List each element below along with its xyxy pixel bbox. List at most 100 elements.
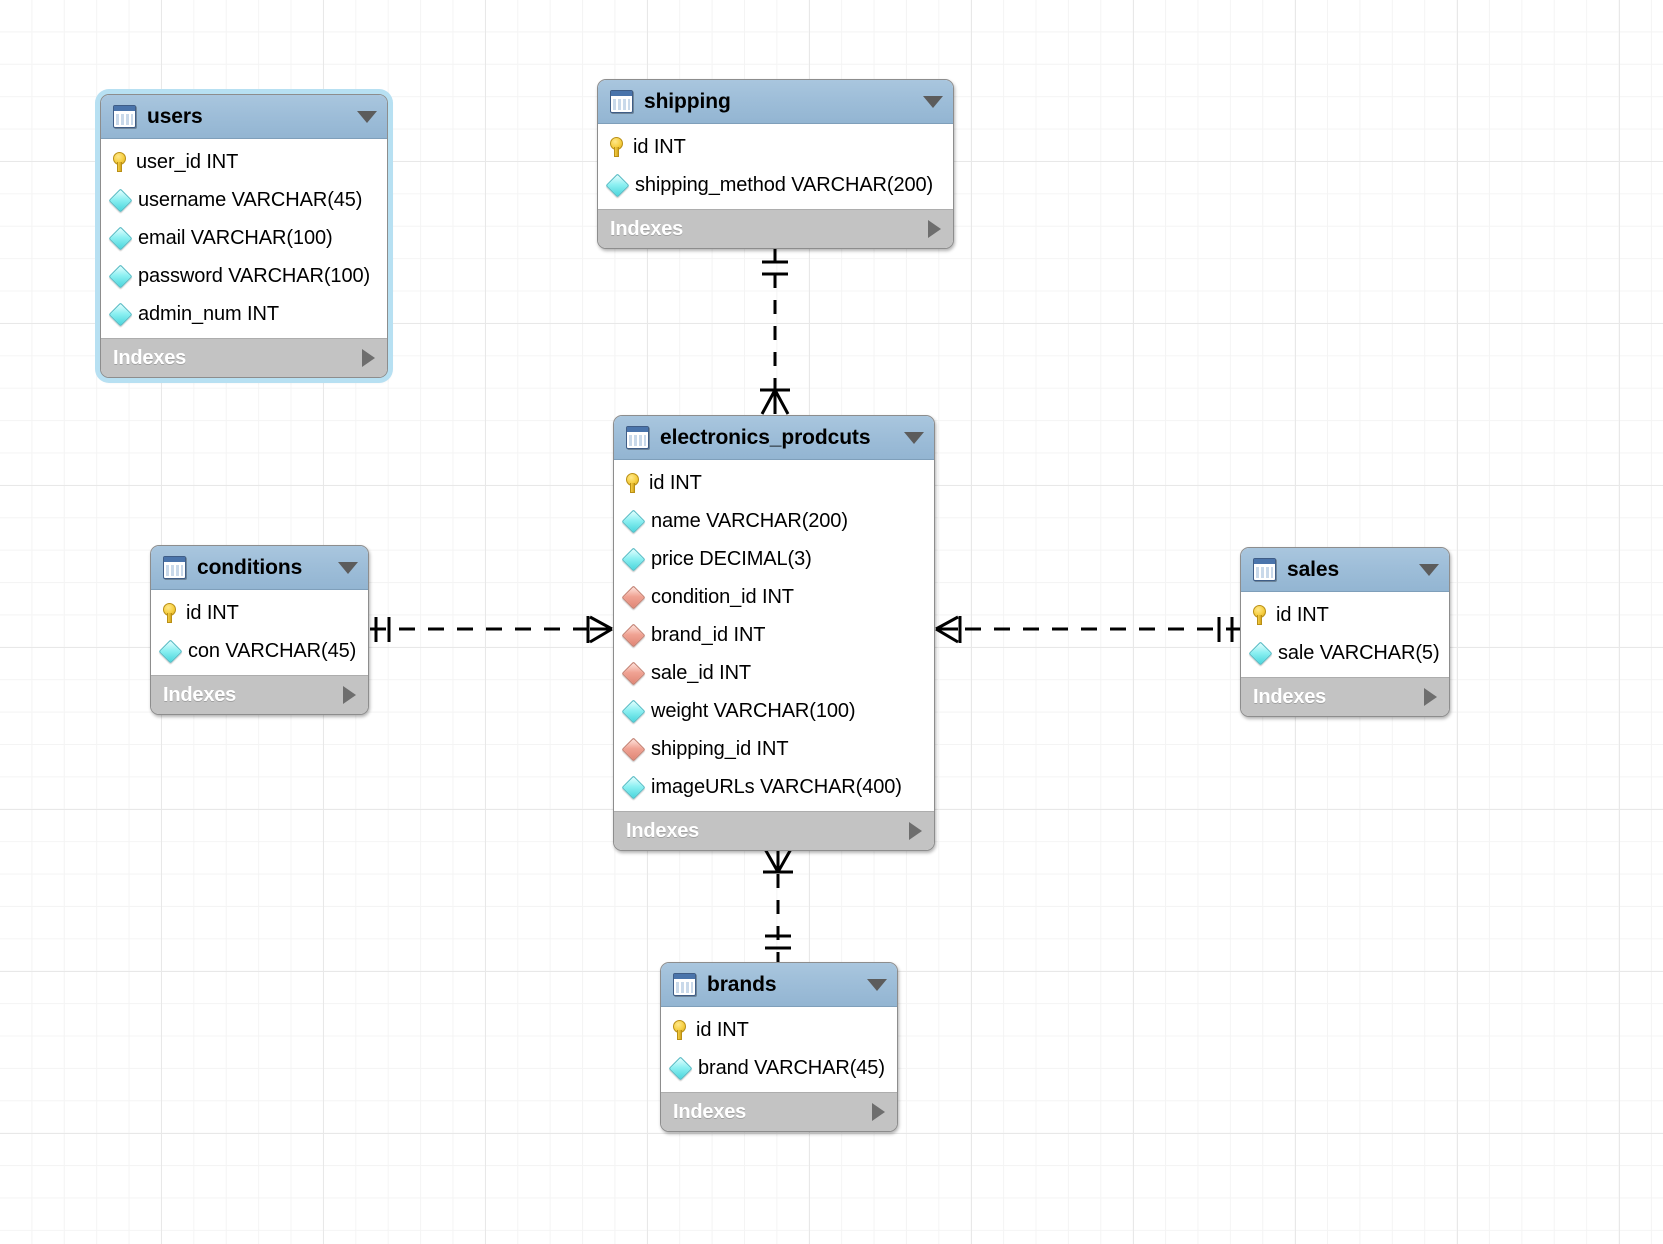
indexes-label: Indexes <box>673 1100 747 1123</box>
table-title: shipping <box>644 89 731 113</box>
table-icon <box>1253 558 1276 581</box>
key-icon <box>672 1020 687 1040</box>
chevron-right-icon[interactable] <box>909 822 922 840</box>
chevron-right-icon[interactable] <box>362 349 375 367</box>
table-header-conditions[interactable]: conditions <box>151 546 368 590</box>
column-row[interactable]: shipping_method VARCHAR(200) <box>598 166 953 204</box>
column-row[interactable]: price DECIMAL(3) <box>614 540 934 578</box>
indexes-section-brands[interactable]: Indexes <box>661 1092 897 1131</box>
column-label: price DECIMAL(3) <box>651 547 812 570</box>
diamond-icon <box>108 301 133 327</box>
indexes-section-conditions[interactable]: Indexes <box>151 675 368 714</box>
indexes-label: Indexes <box>113 346 187 369</box>
column-row[interactable]: sale VARCHAR(5) <box>1241 634 1449 672</box>
column-row[interactable]: user_id INT <box>101 143 387 181</box>
column-label: id INT <box>649 471 702 494</box>
table-title: electronics_prodcuts <box>660 425 871 449</box>
indexes-section-electronics-prodcuts[interactable]: Indexes <box>614 811 934 850</box>
diamond-red-icon <box>621 622 646 648</box>
indexes-section-sales[interactable]: Indexes <box>1241 677 1449 716</box>
relationship-electronics-sales <box>935 615 1240 644</box>
column-row[interactable]: id INT <box>661 1011 897 1049</box>
chevron-down-icon[interactable] <box>923 95 943 108</box>
column-label: imageURLs VARCHAR(400) <box>651 775 902 798</box>
column-row[interactable]: id INT <box>1241 596 1449 634</box>
key-icon <box>625 473 640 493</box>
column-row[interactable]: name VARCHAR(200) <box>614 502 934 540</box>
table-icon <box>163 556 186 579</box>
diamond-icon <box>621 546 646 572</box>
diamond-icon <box>108 263 133 289</box>
column-row[interactable]: con VARCHAR(45) <box>151 632 368 670</box>
column-row[interactable]: imageURLs VARCHAR(400) <box>614 768 934 806</box>
column-label: username VARCHAR(45) <box>138 188 363 211</box>
table-shipping[interactable]: shipping id INT shipping_method VARCHAR(… <box>597 79 954 249</box>
table-users[interactable]: users user_id INT username VARCHAR(45) e… <box>100 94 388 378</box>
column-label: id INT <box>696 1018 749 1041</box>
column-row[interactable]: email VARCHAR(100) <box>101 219 387 257</box>
table-electronics-prodcuts[interactable]: electronics_prodcuts id INT name VARCHAR… <box>613 415 935 851</box>
diamond-icon <box>668 1055 693 1081</box>
column-row[interactable]: sale_id INT <box>614 654 934 692</box>
diamond-icon <box>108 225 133 251</box>
chevron-right-icon[interactable] <box>1424 688 1437 706</box>
chevron-right-icon[interactable] <box>872 1103 885 1121</box>
column-label: sale_id INT <box>651 661 752 684</box>
table-icon <box>673 973 696 996</box>
indexes-section-shipping[interactable]: Indexes <box>598 209 953 248</box>
table-title: users <box>147 104 203 128</box>
relationship-electronics-brands <box>763 848 793 962</box>
table-title: brands <box>707 972 777 996</box>
column-row[interactable]: admin_num INT <box>101 295 387 333</box>
table-title: sales <box>1287 557 1340 581</box>
chevron-down-icon[interactable] <box>904 431 924 444</box>
column-label: email VARCHAR(100) <box>138 226 333 249</box>
chevron-right-icon[interactable] <box>343 686 356 704</box>
table-header-shipping[interactable]: shipping <box>598 80 953 124</box>
diamond-icon <box>621 508 646 534</box>
table-icon <box>626 426 649 449</box>
column-row[interactable]: password VARCHAR(100) <box>101 257 387 295</box>
diamond-icon <box>1248 640 1273 666</box>
table-header-electronics-prodcuts[interactable]: electronics_prodcuts <box>614 416 934 460</box>
table-header-sales[interactable]: sales <box>1241 548 1449 592</box>
diamond-icon <box>158 638 183 664</box>
table-conditions[interactable]: conditions id INT con VARCHAR(45) Indexe… <box>150 545 369 715</box>
table-columns-shipping: id INT shipping_method VARCHAR(200) <box>598 124 953 209</box>
chevron-down-icon[interactable] <box>867 978 887 991</box>
diamond-icon <box>621 774 646 800</box>
chevron-right-icon[interactable] <box>928 220 941 238</box>
key-icon <box>112 152 127 172</box>
column-row[interactable]: shipping_id INT <box>614 730 934 768</box>
column-row[interactable]: condition_id INT <box>614 578 934 616</box>
chevron-down-icon[interactable] <box>1419 563 1439 576</box>
column-row[interactable]: id INT <box>151 594 368 632</box>
column-row[interactable]: brand_id INT <box>614 616 934 654</box>
table-sales[interactable]: sales id INT sale VARCHAR(5) Indexes <box>1240 547 1450 717</box>
table-title: conditions <box>197 555 303 579</box>
table-brands[interactable]: brands id INT brand VARCHAR(45) Indexes <box>660 962 898 1132</box>
column-row[interactable]: weight VARCHAR(100) <box>614 692 934 730</box>
chevron-down-icon[interactable] <box>338 561 358 574</box>
column-label: admin_num INT <box>138 302 279 325</box>
column-row[interactable]: username VARCHAR(45) <box>101 181 387 219</box>
relationship-shipping-electronics <box>760 248 790 415</box>
column-label: id INT <box>186 601 239 624</box>
table-header-brands[interactable]: brands <box>661 963 897 1007</box>
column-label: id INT <box>633 135 686 158</box>
diamond-icon <box>108 187 133 213</box>
table-header-users[interactable]: users <box>101 95 387 139</box>
column-label: password VARCHAR(100) <box>138 264 371 287</box>
column-row[interactable]: id INT <box>614 464 934 502</box>
relationship-conditions-electronics <box>370 615 613 644</box>
column-row[interactable]: id INT <box>598 128 953 166</box>
column-label: shipping_id INT <box>651 737 789 760</box>
column-label: user_id INT <box>136 150 239 173</box>
chevron-down-icon[interactable] <box>357 110 377 123</box>
key-icon <box>609 137 624 157</box>
column-row[interactable]: brand VARCHAR(45) <box>661 1049 897 1087</box>
indexes-section-users[interactable]: Indexes <box>101 338 387 377</box>
key-icon <box>162 603 177 623</box>
indexes-label: Indexes <box>163 683 237 706</box>
